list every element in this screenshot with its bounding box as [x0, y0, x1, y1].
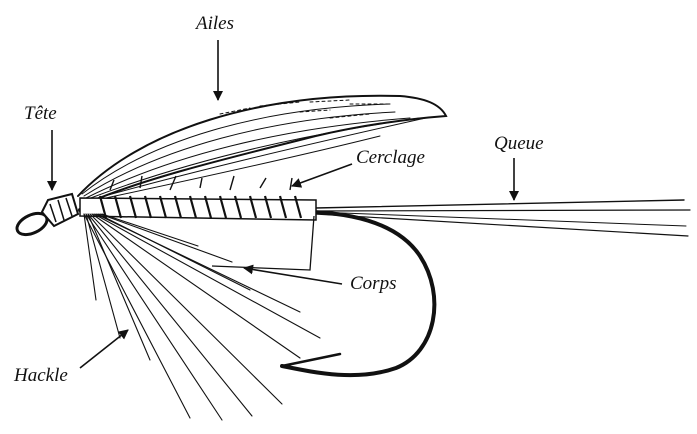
label-tete: Tête — [24, 104, 57, 123]
label-queue: Queue — [494, 134, 544, 153]
label-cerclage: Cerclage — [356, 148, 425, 167]
arrow-hackle — [80, 330, 128, 368]
tail — [315, 200, 690, 236]
corps-bracket — [212, 216, 314, 270]
label-ailes: Ailes — [196, 14, 234, 33]
arrow-corps — [244, 268, 342, 284]
hackle — [84, 214, 320, 420]
arrow-cerclage — [292, 164, 352, 186]
head — [14, 194, 78, 239]
label-hackle: Hackle — [14, 366, 68, 385]
label-corps: Corps — [350, 274, 396, 293]
body — [80, 176, 316, 220]
